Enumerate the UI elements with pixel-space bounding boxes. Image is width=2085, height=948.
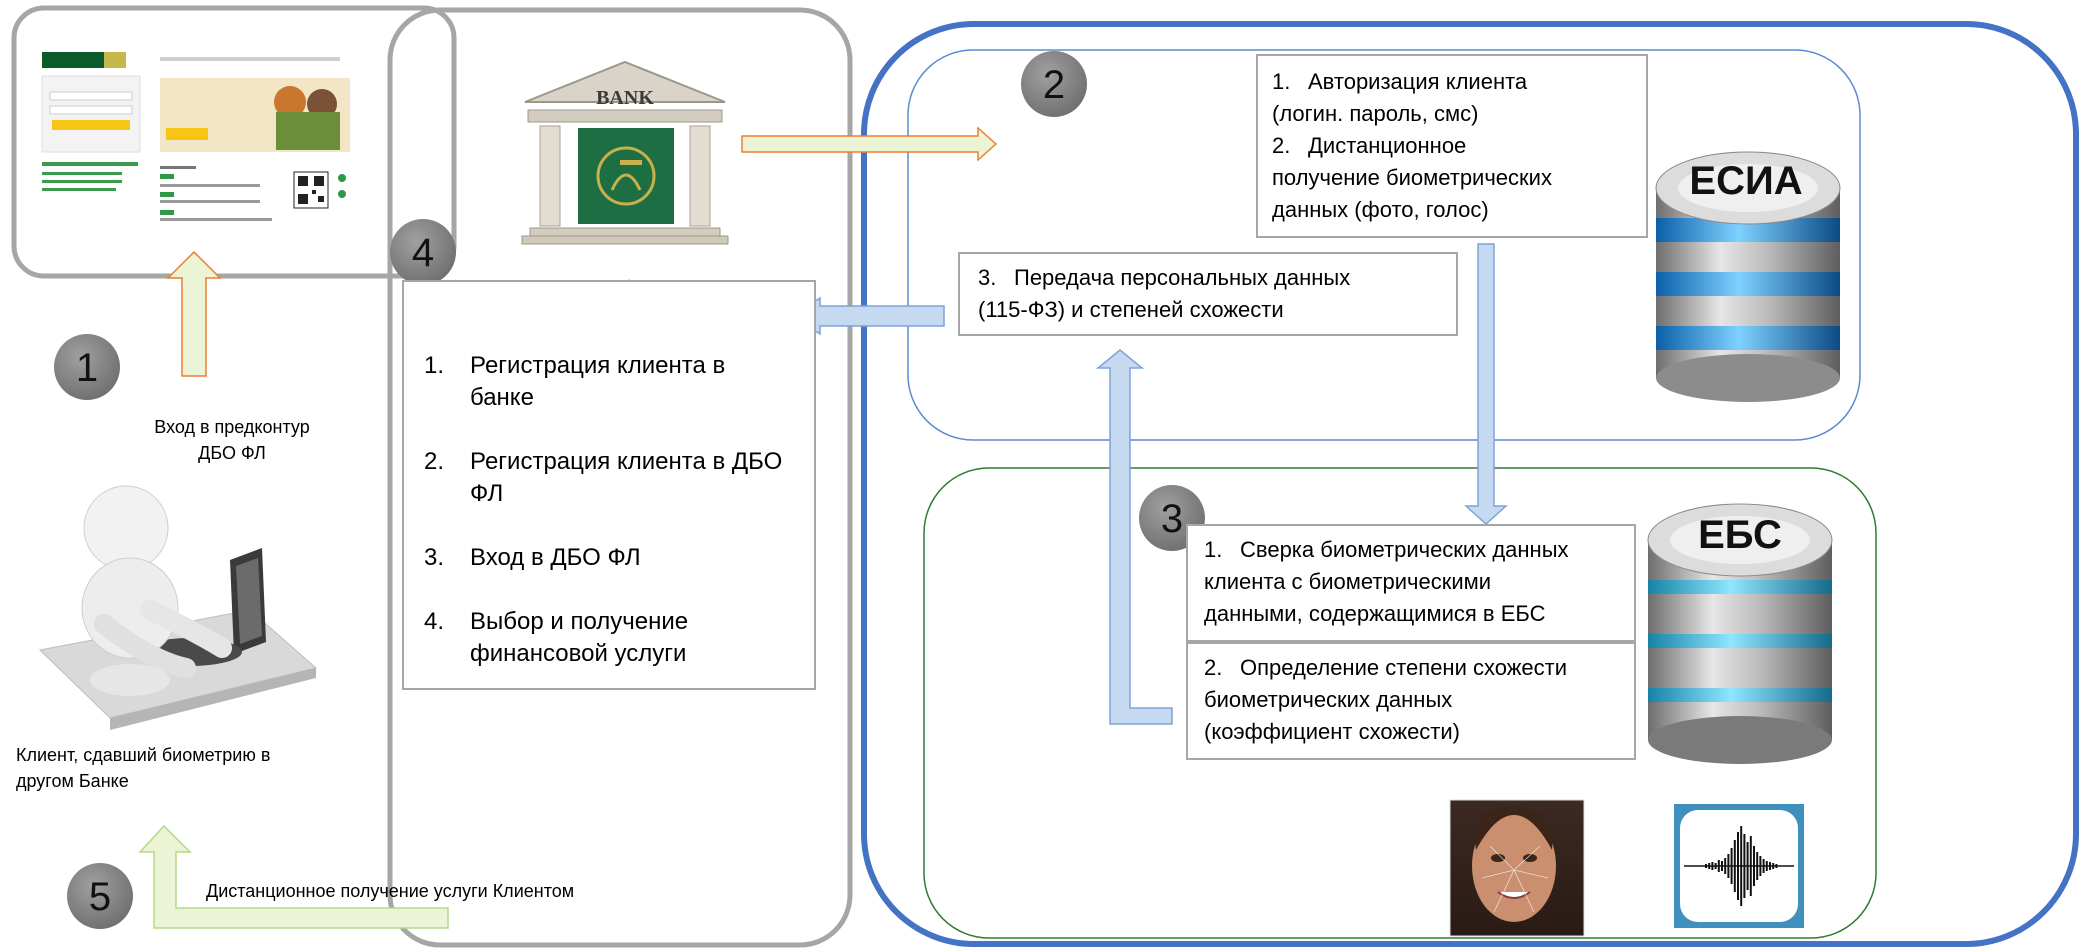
esia-auth-item-2: 2.Дистанционное — [1272, 133, 1467, 158]
esia-database-icon: ЕСИА — [1655, 151, 1841, 402]
ebs-check-box: 1.Сверка биометрических данных клиента с… — [1186, 524, 1636, 642]
login-caption: Вход в предконтур ДБО ФЛ — [154, 417, 310, 463]
predkontur-frame — [11, 5, 457, 279]
step-number-5: 5 — [89, 875, 111, 919]
bank-frame — [387, 7, 853, 948]
esia-label: ЕСИА — [1689, 159, 1802, 203]
bank-building-icon: BANK — [521, 60, 729, 245]
step-badge-5: 5 — [67, 863, 133, 929]
step-number-2: 2 — [1043, 63, 1065, 107]
ebs-frame — [923, 467, 1877, 939]
step-badge-1: 1 — [54, 334, 120, 400]
arrow-up-to-website — [166, 250, 222, 377]
data-transfer-box: 3.Передача персональных данных (115-ФЗ) … — [958, 252, 1458, 336]
arrow-service-to-client — [138, 824, 449, 929]
ebs-similarity-box: 2.Определение степени схожести биометрич… — [1186, 642, 1636, 760]
ebs-database-icon: ЕБС — [1647, 503, 1833, 764]
arrow-esia-to-ebs — [1464, 243, 1508, 526]
arrow-bank-to-esia — [741, 126, 998, 162]
step-number-3: 3 — [1161, 497, 1183, 541]
service-caption: Дистанционное получение услуги Клиентом — [206, 881, 575, 901]
face-biometric-photo — [1449, 799, 1585, 937]
state-systems-frame — [861, 21, 2079, 947]
bank-icon-label: BANK — [596, 87, 654, 109]
esia-auth-box: 1.Авторизация клиента (логин. пароль, см… — [1256, 54, 1648, 238]
client-caption: Клиент, сдавший биометрию в другом Банке — [16, 745, 271, 791]
registration-step: 3.Вход в ДБО ФЛ — [424, 544, 641, 571]
step-number-1: 1 — [76, 346, 98, 390]
client-at-computer-icon — [38, 485, 318, 730]
step-number-4: 4 — [412, 231, 434, 275]
esia-frame — [907, 49, 1861, 441]
ebs-label: ЕБС — [1698, 513, 1782, 557]
voice-waveform-icon — [1674, 804, 1804, 928]
esia-auth-item-1: 1.Авторизация клиента — [1272, 69, 1528, 94]
website-thumbnail — [40, 48, 352, 221]
step-badge-4: 4 — [390, 219, 456, 285]
step-badge-2: 2 — [1021, 51, 1087, 117]
arrow-ebs-to-transfer — [1095, 349, 1173, 725]
